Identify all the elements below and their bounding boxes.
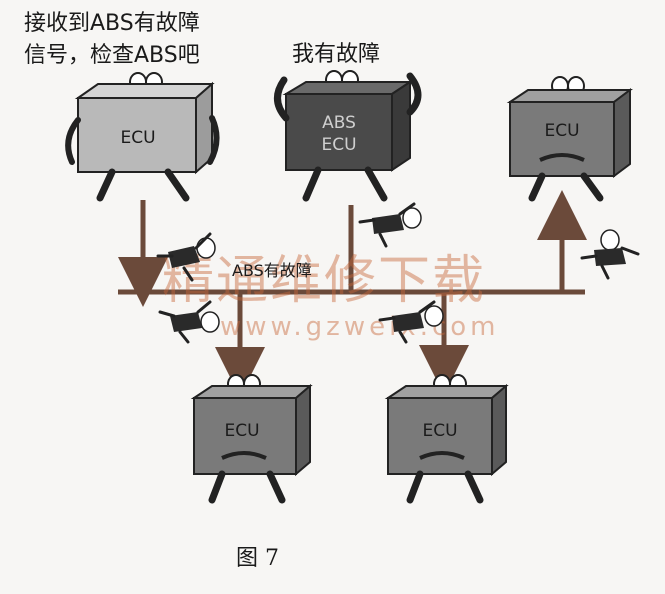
messenger-figure-2 — [358, 202, 422, 248]
watermark-text: 精通维修下载 — [162, 251, 486, 311]
ecu-abs-label-line1: ABS — [322, 113, 356, 133]
caption-receive-line2: 信号，检查ABS吧 — [24, 43, 200, 68]
figure-label: 图 7 — [236, 546, 279, 571]
messenger-figure-1 — [156, 232, 216, 282]
ecu-abs-label-line2: ECU — [321, 135, 356, 155]
ecu-bottom-right-label: ECU — [422, 421, 457, 441]
messenger-figure-4 — [158, 300, 220, 344]
ecu-bottom-left-label: ECU — [224, 421, 259, 441]
ecu-top-left-label: ECU — [120, 128, 155, 148]
ecu-bottom-right: ECU — [384, 374, 509, 504]
bus-fault-label: ABS有故障 — [232, 261, 312, 280]
ecu-abs: ABS ECU — [274, 70, 422, 202]
messenger-figure-3 — [580, 229, 640, 280]
ecu-top-right: ECU — [506, 76, 633, 202]
ecu-top-left: ECU — [65, 72, 220, 202]
caption-receive-line1: 接收到ABS有故障 — [24, 11, 200, 36]
ecu-top-right-label: ECU — [544, 121, 579, 141]
caption-i-have-fault: 我有故障 — [292, 42, 381, 67]
caption-receive-fault-signal: 接收到ABS有故障 信号，检查ABS吧 — [24, 8, 264, 72]
ecu-bottom-left: ECU — [190, 374, 313, 504]
watermark-url: www.gzweix.com — [220, 312, 500, 342]
messenger-figure-5 — [378, 300, 444, 344]
